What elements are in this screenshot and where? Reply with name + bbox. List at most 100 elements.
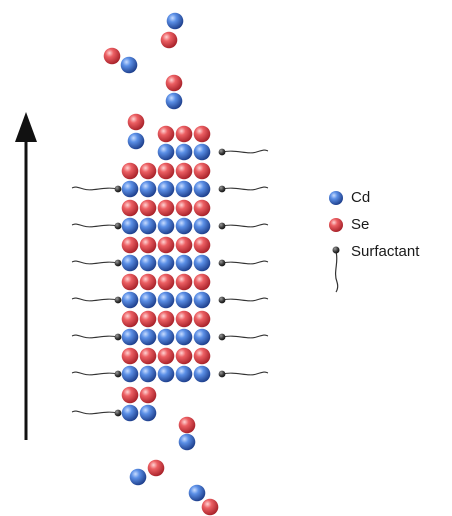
surfactant-molecule [71,370,122,378]
cd-atom [193,328,211,346]
free-cd-atom [129,468,147,486]
free-se-atom [201,498,219,516]
cd-atom [157,291,175,309]
cd-atom [157,365,175,383]
cd-atom [175,365,193,383]
growth-arrow [15,112,37,440]
cd-atom [175,180,193,198]
legend-se-atom-icon [329,218,343,232]
se-atom [121,347,139,365]
free-se-atom [160,31,178,49]
cd-atom [139,404,157,422]
cd-atom [193,180,211,198]
cd-atom [157,180,175,198]
se-atom [139,386,157,404]
cd-atom [121,404,139,422]
se-atom [175,310,193,328]
se-atom [193,347,211,365]
free-se-atom [165,74,183,92]
cd-atom [175,143,193,161]
cd-atom [121,328,139,346]
free-cd-atom [120,56,138,74]
cd-atom [193,217,211,235]
surfactant-molecule [218,333,269,341]
surfactant-molecule [218,185,269,193]
cd-atom [139,328,157,346]
surfactant-molecule [71,333,122,341]
cd-atom [175,254,193,272]
surfactant-molecule [218,259,269,267]
se-atom [175,199,193,217]
cd-atom [139,180,157,198]
cd-atom [157,254,175,272]
free-cd-atom [127,132,145,150]
se-atom [121,199,139,217]
legend-label-cd: Cd [351,189,371,206]
surfactant-molecule [71,222,122,230]
cd-atom [121,180,139,198]
legend-label-se: Se [351,216,370,233]
surfactant-molecule [218,148,269,156]
cd-atom [175,328,193,346]
se-atom [157,310,175,328]
se-atom [139,347,157,365]
free-se-atom [103,47,121,65]
free-se-atom [127,113,145,131]
se-atom [139,199,157,217]
se-atom [121,273,139,291]
arrow-up-icon [15,112,37,142]
cd-atom [193,143,211,161]
cd-atom [157,217,175,235]
free-cd-atom [188,484,206,502]
surfactant-molecule [218,370,269,378]
legend-label-surfactant: Surfactant [351,243,420,260]
surfactant-layer [71,148,269,417]
se-atom [175,125,193,143]
cd-atom [175,217,193,235]
nanorod-lattice [121,125,211,422]
se-atom [157,273,175,291]
se-atom [121,236,139,254]
cd-atom [157,143,175,161]
cd-atom [193,254,211,272]
cd-atom [157,328,175,346]
surfactant-molecule [71,185,122,193]
se-atom [175,273,193,291]
se-atom [157,236,175,254]
se-atom [193,125,211,143]
se-atom [121,162,139,180]
legend-surfactant-icon [332,246,340,293]
se-atom [139,273,157,291]
se-atom [157,162,175,180]
free-se-atom [178,416,196,434]
se-atom [193,273,211,291]
se-atom [175,162,193,180]
se-atom [121,386,139,404]
free-cd-atom [165,92,183,110]
free-cd-atom [178,433,196,451]
cd-atom [139,254,157,272]
se-atom [175,347,193,365]
cd-atom [175,291,193,309]
se-atom [193,236,211,254]
free-se-atom [147,459,165,477]
surfactant-molecule [71,259,122,267]
se-atom [157,347,175,365]
cd-atom [193,365,211,383]
se-atom [193,310,211,328]
surfactant-molecule [71,296,122,304]
se-atom [121,310,139,328]
se-atom [193,199,211,217]
legend [329,191,343,293]
surfactant-molecule [218,296,269,304]
se-atom [175,236,193,254]
legend-cd-atom-icon [329,191,343,205]
se-atom [157,125,175,143]
cd-atom [193,291,211,309]
surfactant-molecule [218,222,269,230]
cd-atom [139,291,157,309]
cd-atom [139,217,157,235]
cd-atom [139,365,157,383]
cd-atom [121,217,139,235]
